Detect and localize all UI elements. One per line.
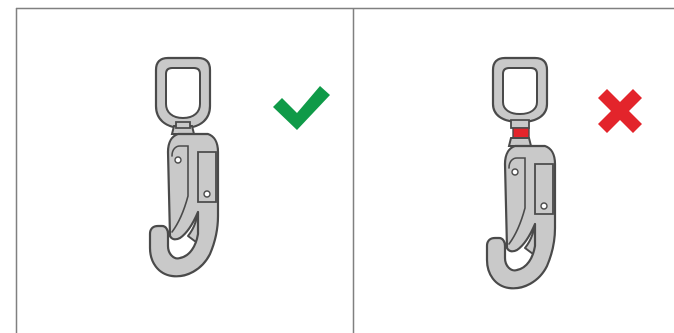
panel-correct [148, 56, 330, 278]
snap-hook-illustration [485, 56, 557, 290]
panel-border [15, 7, 674, 333]
swivel-highlight [512, 127, 530, 139]
cross-icon [598, 89, 642, 133]
snap-hook-illustration [148, 56, 220, 278]
checkmark-icon [273, 86, 330, 130]
panel-incorrect [485, 56, 642, 290]
